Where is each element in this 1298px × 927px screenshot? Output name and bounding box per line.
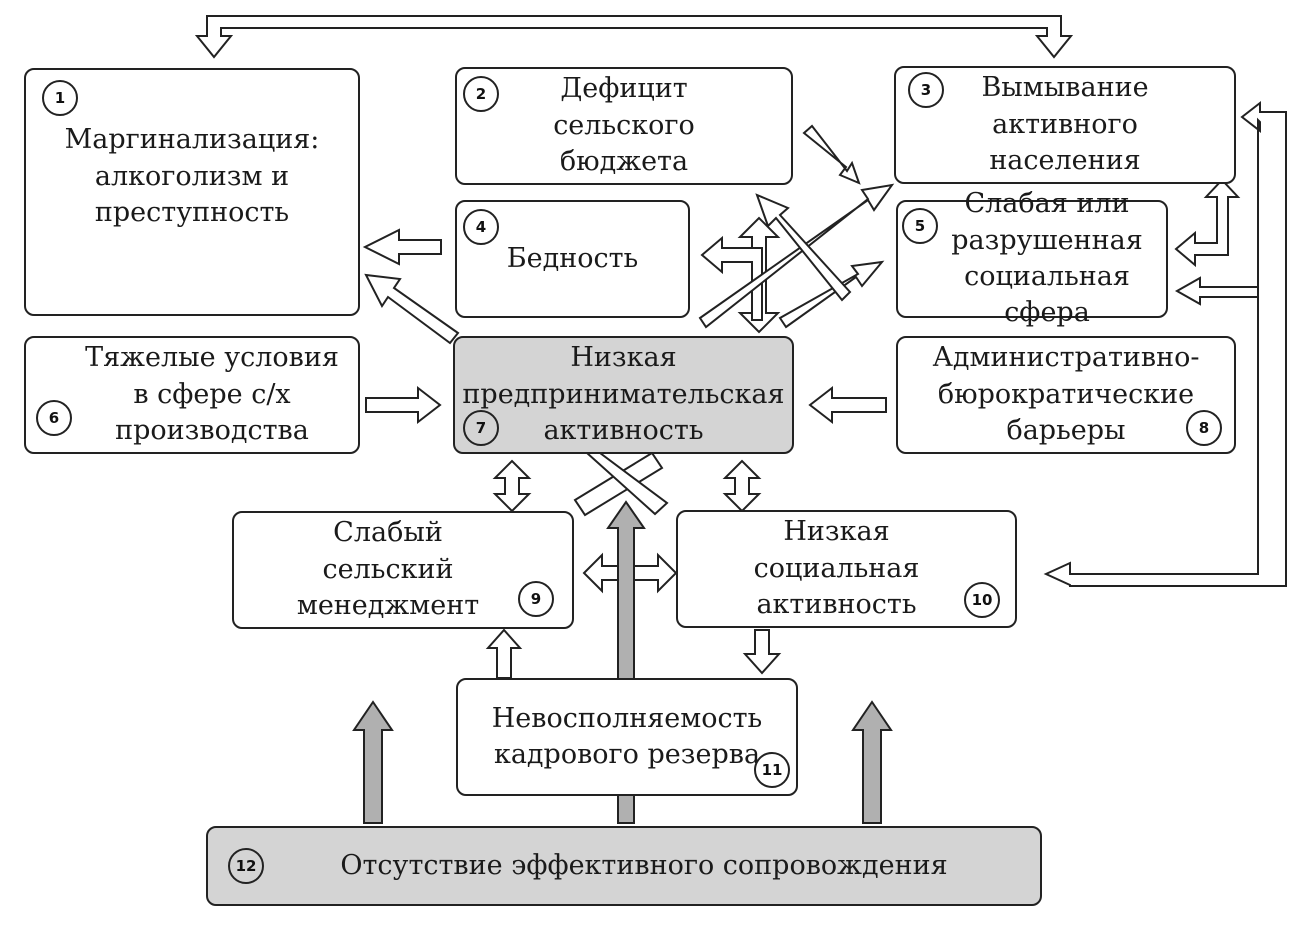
box-number-badge: 3	[908, 72, 944, 108]
box-no-support: Отсутствие эффективного сопровождения 12	[206, 826, 1042, 906]
box-low-social-activity-label: Низкая социальная активность	[753, 516, 920, 621]
box-social-sphere-label: Слабая или разрушенная социальная сфера	[951, 188, 1143, 329]
arrow-business-management-double	[492, 459, 532, 513]
box-number-badge: 1	[42, 80, 78, 116]
box-number-badge: 8	[1186, 410, 1222, 446]
box-number-badge: 7	[463, 410, 499, 446]
box-number-badge: 2	[463, 76, 499, 112]
box-personnel-reserve: Невосполняемость кадрового резерва 11	[456, 678, 798, 796]
arrow-agri-to-business	[365, 385, 442, 425]
box-low-business-activity-label: Низкая предпринимательская активность	[462, 342, 785, 447]
box-admin-barriers: Административно- бюрократические барьеры…	[896, 336, 1236, 454]
box-agri-conditions: Тяжелые условия в сфере с/х производства…	[24, 336, 360, 454]
gray-arrow-right	[851, 700, 893, 824]
arrow-right-to-social-sphere	[1174, 276, 1259, 306]
box-low-social-activity: Низкая социальная активность 10	[676, 510, 1017, 628]
arrow-business-to-social-sphere	[778, 260, 885, 329]
box-low-business-activity: Низкая предпринимательская активность 7	[453, 336, 794, 454]
gray-arrow-left	[352, 700, 394, 824]
box-number-badge: 9	[518, 581, 554, 617]
box-marginalization: Маргинализация: алкоголизм и преступност…	[24, 68, 360, 316]
arrow-cross-left	[573, 451, 664, 517]
box-admin-barriers-label: Административно- бюрократические барьеры	[932, 342, 1200, 447]
arrow-barriers-to-business	[808, 385, 887, 425]
arrow-social-activity-to-reserve	[742, 629, 782, 675]
box-budget-deficit-label: Дефицит сельского бюджета	[553, 73, 695, 178]
box-number-badge: 12	[228, 848, 264, 884]
box-number-badge: 10	[964, 582, 1000, 618]
box-marginalization-label: Маргинализация: алкоголизм и преступност…	[64, 124, 320, 229]
box-population-outflow-label: Вымывание активного населения	[981, 72, 1149, 177]
box-number-badge: 4	[463, 209, 499, 245]
box-population-outflow: Вымывание активного населения 3	[894, 66, 1236, 184]
arrow-business-to-outflow	[698, 183, 895, 329]
box-budget-deficit: Дефицит сельского бюджета 2	[455, 67, 793, 185]
arrow-business-social-activity-double	[722, 459, 762, 513]
box-poverty-label: Бедность	[506, 242, 639, 274]
box-number-badge: 5	[902, 208, 938, 244]
box-social-sphere: Слабая или разрушенная социальная сфера …	[896, 188, 1168, 328]
arrow-business-to-budget	[755, 193, 852, 302]
box-personnel-reserve-label: Невосполняемость кадрового резерва	[491, 702, 763, 770]
box-poverty: Бедность 4	[455, 200, 690, 318]
box-number-badge: 6	[36, 400, 72, 436]
box-no-support-label: Отсутствие эффективного сопровождения	[340, 849, 948, 881]
arrow-reserve-to-management	[485, 628, 523, 679]
arrow-right-loop	[1043, 100, 1287, 587]
box-weak-management: Слабый сельский менеджмент 9	[232, 511, 574, 629]
arrow-business-to-marginalization	[364, 273, 460, 345]
top-connector-arrow	[194, 15, 1074, 59]
box-number-badge: 11	[754, 752, 790, 788]
arrow-budget-to-outflow	[802, 124, 861, 185]
box-agri-conditions-label: Тяжелые условия в сфере с/х производства	[85, 342, 339, 447]
arrow-poverty-to-marginalization	[362, 228, 442, 266]
box-weak-management-label: Слабый сельский менеджмент	[296, 517, 480, 622]
arrow-outflow-social-sphere-double	[1174, 178, 1241, 268]
